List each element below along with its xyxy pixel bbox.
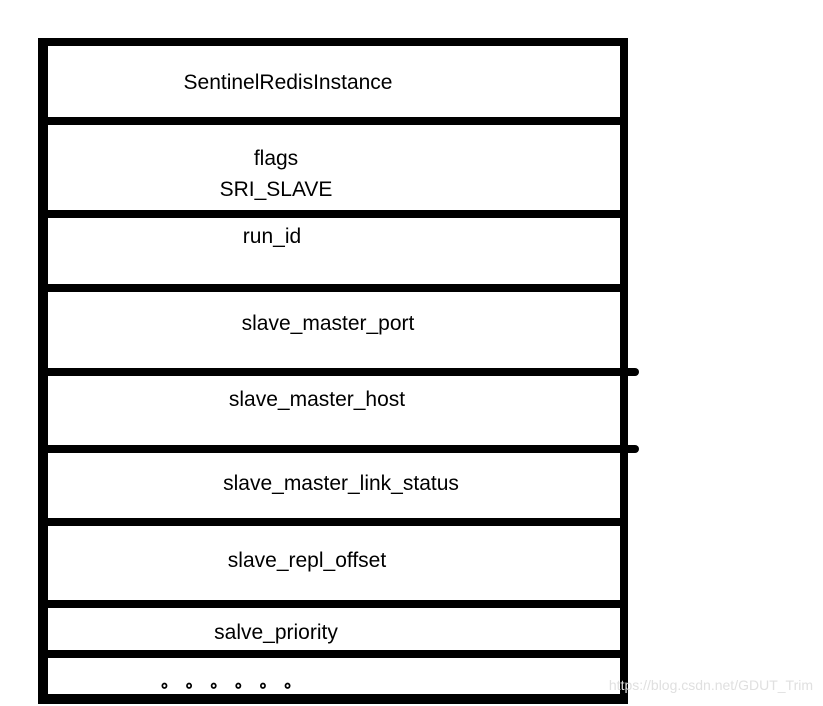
watermark-url: https://blog.csdn.net/GDUT_Trim [608, 677, 813, 693]
row-divider-port-host [40, 368, 639, 376]
struct-title: SentinelRedisInstance [183, 71, 393, 94]
row-divider-runid-port [40, 284, 628, 292]
row-divider-offset-priority [40, 600, 628, 608]
row-divider-priority-ellipsis [40, 650, 628, 658]
row-divider-host-linkstatus [40, 445, 639, 453]
field-slave-master-host: slave_master_host [228, 388, 406, 411]
field-slave-master-link-status: slave_master_link_status [223, 472, 459, 495]
row-divider-flags-runid [40, 210, 628, 218]
field-slave-master-port: slave_master_port [241, 312, 415, 335]
row-divider-linkstatus-offset [40, 518, 628, 526]
field-run-id: run_id [242, 225, 302, 248]
field-salve-priority: salve_priority [214, 621, 338, 644]
ellipsis-dots: ∘∘∘∘∘∘ [159, 676, 307, 695]
field-flags-label: flags [253, 147, 299, 170]
row-divider-header-flags [40, 117, 628, 125]
field-flags-value: SRI_SLAVE [219, 178, 333, 201]
field-slave-repl-offset: slave_repl_offset [227, 549, 387, 572]
box-border-top [38, 38, 628, 46]
box-border-bottom [38, 694, 628, 704]
